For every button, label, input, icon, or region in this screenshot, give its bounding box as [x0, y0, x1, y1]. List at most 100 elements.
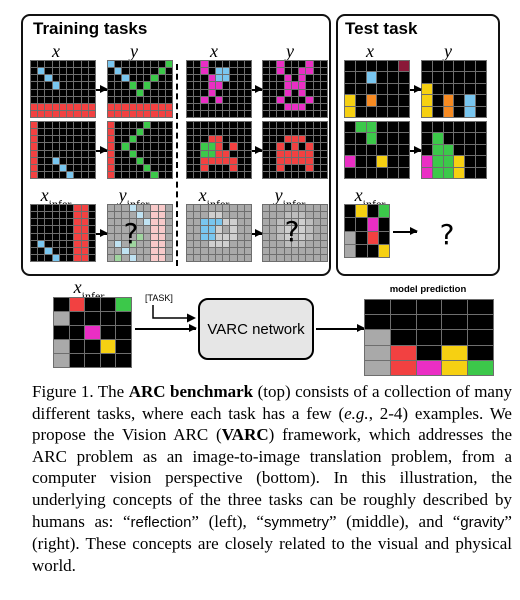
grid-cell — [208, 157, 215, 164]
grid-cell — [270, 103, 277, 110]
grid-cell — [215, 61, 223, 68]
grid-cell — [306, 164, 313, 171]
grid-cell — [215, 254, 223, 261]
caption-text: Figure 1. The — [32, 382, 129, 401]
model-prediction-grid — [364, 299, 494, 376]
grid-cell — [345, 83, 355, 95]
grid-cell — [377, 122, 388, 133]
grid-cell — [38, 150, 45, 157]
grid-cell — [244, 157, 251, 164]
grid-cell — [129, 136, 136, 143]
grid-cell — [208, 129, 215, 136]
grid-cell — [129, 103, 136, 110]
grid-cell — [313, 129, 320, 136]
grid-cell — [129, 219, 136, 226]
grid-cell — [74, 122, 81, 129]
grid-cell — [158, 233, 165, 240]
grid-cell — [129, 240, 136, 247]
grid-cell — [144, 150, 151, 157]
grid-cell — [299, 129, 306, 136]
grid-cell — [194, 219, 201, 226]
grid-cell — [115, 122, 122, 129]
grid-cell — [443, 133, 454, 144]
grid-cell — [88, 212, 95, 219]
grid-cell — [108, 233, 115, 240]
gravity-infer-input-grid — [344, 204, 390, 258]
grid-cell — [201, 122, 208, 129]
grid-cell — [115, 68, 122, 75]
grid-cell — [208, 110, 215, 117]
grid-cell — [306, 136, 313, 143]
grid-cell — [284, 82, 291, 89]
grid-cell — [54, 340, 69, 353]
grid-cell — [52, 110, 59, 117]
grid-cell — [366, 72, 377, 83]
grid-cell — [115, 103, 122, 110]
grid-cell — [237, 150, 244, 157]
grid-cell — [291, 129, 299, 136]
grid-cell — [320, 82, 327, 89]
grid-cell — [284, 226, 291, 233]
grid-cell — [158, 103, 165, 110]
grid-cell — [284, 171, 291, 178]
grid-cell — [144, 240, 151, 247]
grid-cell — [31, 171, 38, 178]
grid-cell — [88, 75, 95, 82]
grid-cell — [81, 82, 88, 89]
grid-cell — [208, 233, 215, 240]
grid-cell — [215, 226, 223, 233]
grid-cell — [31, 61, 38, 68]
grid-cell — [377, 133, 388, 144]
grid-cell — [388, 167, 399, 178]
grid-cell — [74, 103, 81, 110]
grid-cell — [313, 110, 320, 117]
grid-cell — [194, 205, 201, 212]
grid-cell — [158, 205, 165, 212]
grid-cell — [115, 61, 122, 68]
grid-cell — [230, 205, 237, 212]
grid-cell — [151, 226, 158, 233]
grid-cell — [88, 136, 95, 143]
grid-cell — [378, 244, 389, 257]
grid-cell — [194, 122, 201, 129]
grid-cell — [151, 143, 158, 150]
grid-cell — [306, 205, 313, 212]
grid-cell — [74, 61, 81, 68]
grid-cell — [377, 83, 388, 95]
grid-cell — [31, 240, 38, 247]
grid-cell — [151, 254, 158, 261]
reflection-example1-input-grid — [30, 60, 96, 118]
grid-cell — [88, 61, 95, 68]
grid-cell — [201, 254, 208, 261]
grid-cell — [263, 96, 270, 103]
grid-cell — [151, 110, 158, 117]
grid-cell — [270, 129, 277, 136]
grid-cell — [237, 61, 244, 68]
grid-cell — [165, 82, 172, 89]
grid-cell — [208, 143, 215, 150]
grid-cell — [215, 233, 223, 240]
grid-cell — [165, 75, 172, 82]
grid-cell — [67, 219, 74, 226]
grid-cell — [59, 233, 67, 240]
grid-cell — [215, 122, 223, 129]
grid-cell — [88, 129, 95, 136]
grid-cell — [270, 136, 277, 143]
grid-cell — [356, 218, 367, 231]
grid-cell — [59, 240, 67, 247]
grid-cell — [81, 103, 88, 110]
grid-cell — [223, 143, 230, 150]
grid-cell — [306, 247, 313, 254]
symmetry-example2-input-grid — [186, 121, 252, 179]
grid-cell — [443, 156, 454, 167]
training-tasks-title: Training tasks — [33, 19, 148, 38]
grid-cell — [74, 240, 81, 247]
grid-cell — [165, 68, 172, 75]
grid-cell — [129, 171, 136, 178]
grid-cell — [81, 129, 88, 136]
grid-cell — [320, 68, 327, 75]
grid-cell — [115, 164, 122, 171]
grid-cell — [377, 72, 388, 83]
grid-cell — [284, 110, 291, 117]
grid-cell — [115, 233, 122, 240]
